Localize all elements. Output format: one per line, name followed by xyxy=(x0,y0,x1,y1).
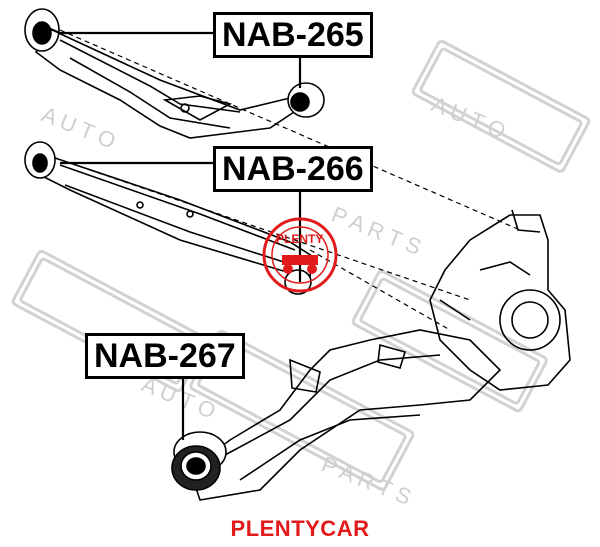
upper-control-arm xyxy=(34,28,302,139)
part-label-nab-266: NAB-266 xyxy=(213,146,373,192)
mount-guide-lines xyxy=(54,29,521,331)
knuckle-assembly xyxy=(429,209,571,391)
bushing-265-end xyxy=(24,8,325,118)
part-label-nab-265: NAB-265 xyxy=(213,12,373,58)
bushing-266-end xyxy=(24,141,312,295)
part-label-nab-267: NAB-267 xyxy=(85,333,245,379)
watermark-tagline: A U T O xyxy=(428,91,509,143)
plenty-stamp: PLENTY xyxy=(262,217,338,293)
leader-lines xyxy=(47,26,302,440)
watermark-tagline2: P A R T S xyxy=(328,201,425,259)
footer-brand: PLENTYCAR xyxy=(230,516,370,541)
lower-trailing-arm xyxy=(189,329,502,501)
stamp-text: PLENTY xyxy=(276,232,323,246)
watermark-logo xyxy=(411,39,591,173)
bushing-267 xyxy=(171,431,227,491)
